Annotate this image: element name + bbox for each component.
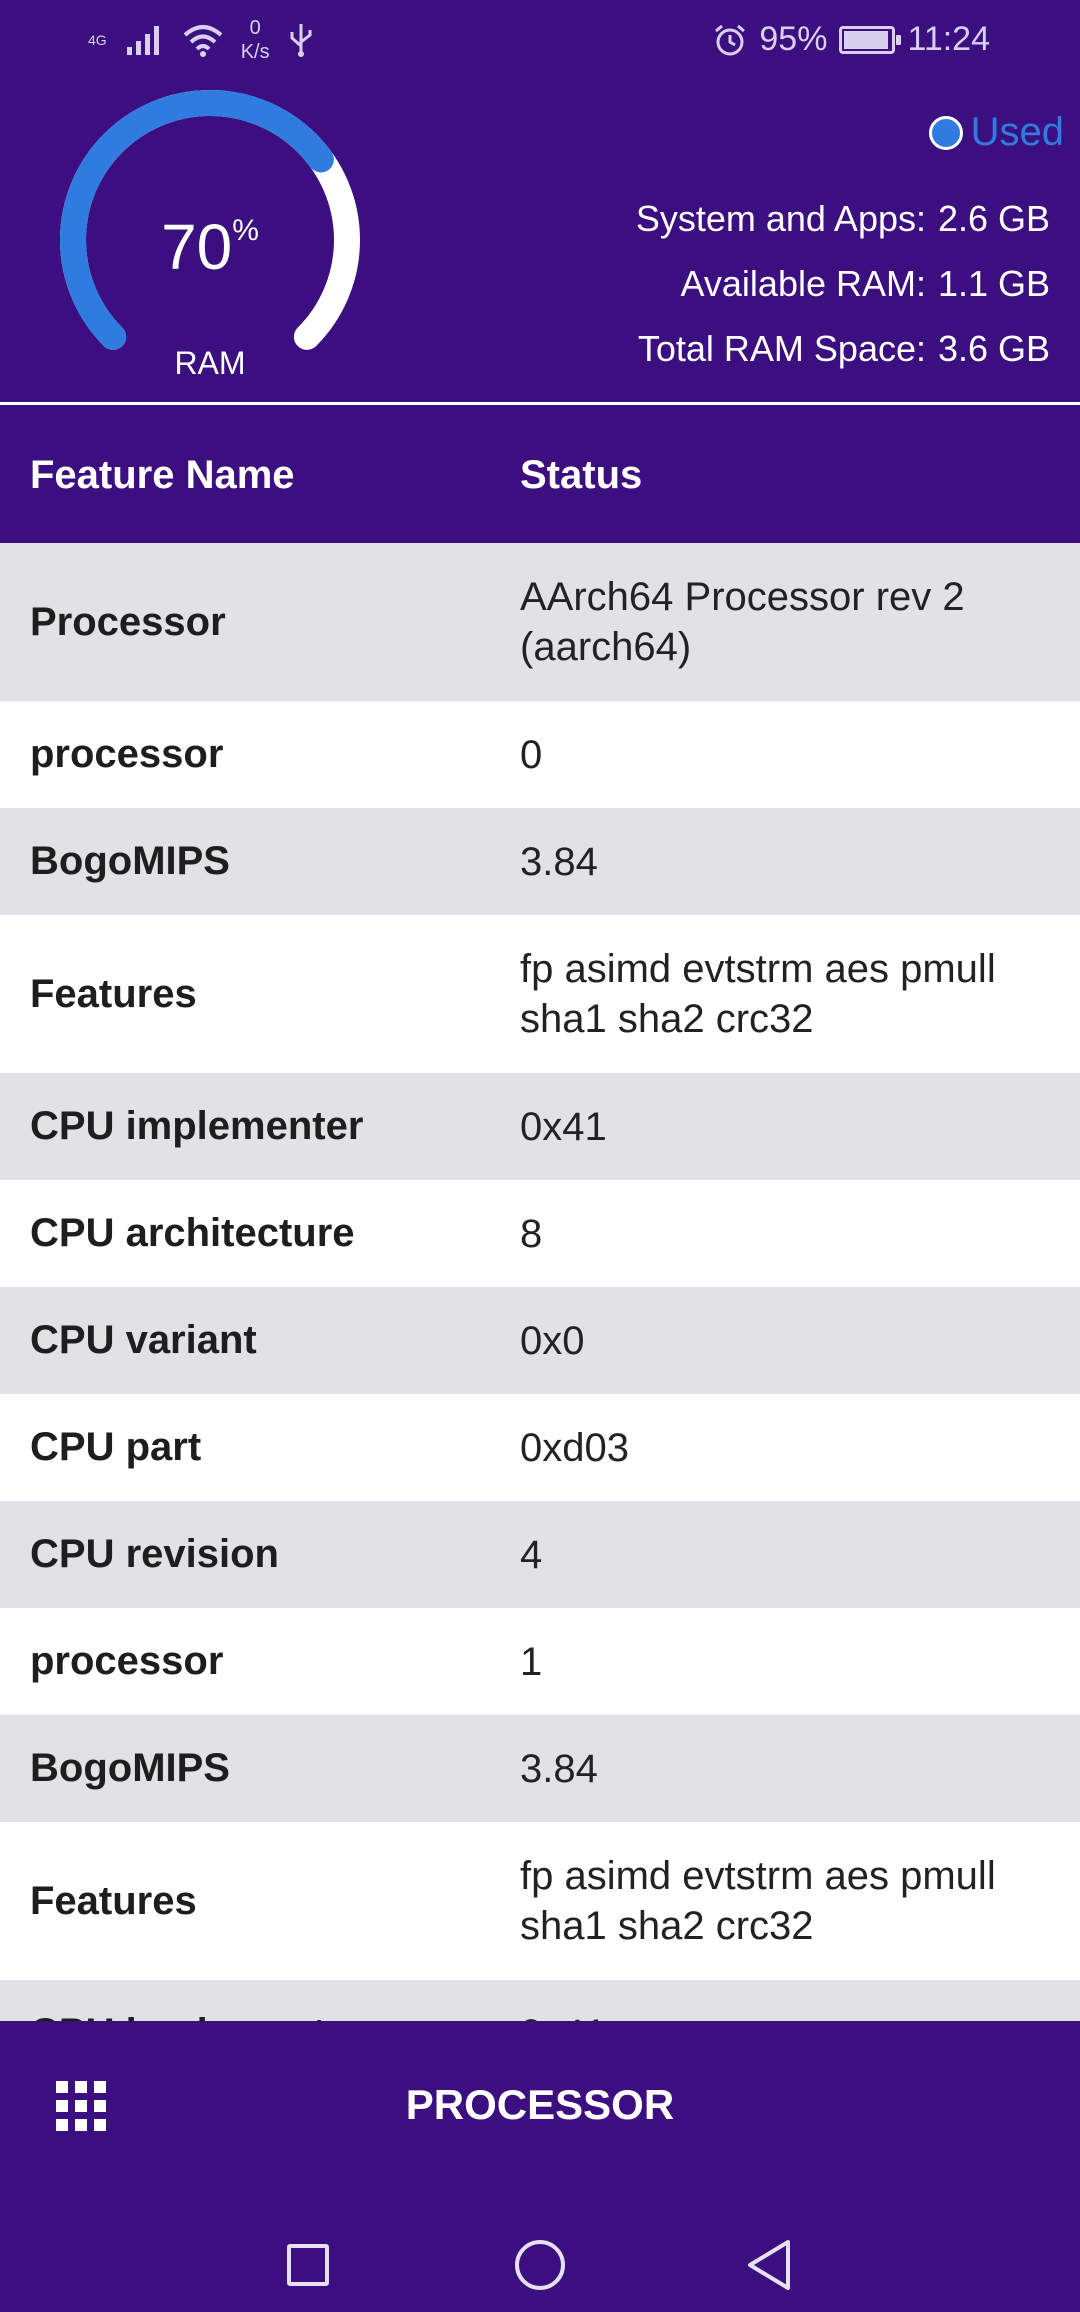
table-header: Feature Name Status — [0, 405, 1080, 543]
table-row: CPU implementer 0x41 — [0, 1980, 1080, 2021]
apps-grid-icon[interactable] — [56, 2081, 106, 2131]
feature-status: 0x41 — [520, 1104, 607, 1149]
feature-status: 0x0 — [520, 1318, 585, 1363]
feature-name: CPU revision — [30, 1532, 279, 1576]
network-speed: 0 K/s — [240, 17, 270, 63]
table-row: CPU part 0xd03 — [0, 1394, 1080, 1501]
usb-icon — [290, 24, 312, 57]
feature-status: 0 — [520, 732, 543, 777]
legend-label: Used — [970, 110, 1064, 154]
table-row: CPU variant 0x0 — [0, 1287, 1080, 1394]
feature-name: Processor — [30, 599, 226, 644]
feature-name: CPU part — [30, 1425, 202, 1469]
alarm-icon — [715, 24, 746, 55]
feature-name: CPU implementer — [0, 2011, 520, 2021]
column-header-feature-name: Feature Name — [30, 453, 295, 497]
section-title: PROCESSOR — [405, 2081, 675, 2128]
table-row: BogoMIPS 3.84 — [0, 808, 1080, 915]
feature-status: 3.84 — [520, 1746, 598, 1791]
table-row: CPU architecture 8 — [0, 1180, 1080, 1287]
clock: 11:24 — [907, 20, 990, 58]
bottom-bar: PROCESSOR — [0, 2021, 1080, 2312]
table-row: Processor AArch64 Processor rev 2 (aarch… — [0, 543, 1080, 701]
table-row: CPU revision 4 — [0, 1501, 1080, 1608]
header-divider — [0, 402, 1080, 405]
legend-used: Used — [928, 110, 1064, 155]
legend-dot-icon — [928, 115, 963, 150]
feature-name: CPU implementer — [30, 1104, 364, 1148]
system-nav-bar — [0, 2236, 1080, 2306]
ram-label: RAM — [174, 345, 246, 381]
ram-gauge-arc — [60, 90, 360, 350]
network-type: 4G — [88, 32, 107, 48]
ram-stats: System and Apps: 2.6 GB Available RAM: 1… — [636, 198, 1050, 393]
ram-percent: 70% — [161, 211, 259, 283]
table-row: processor 1 — [0, 1608, 1080, 1715]
status-bar: 4G 0 K/s — [0, 0, 1080, 80]
feature-status: 1 — [520, 1639, 543, 1684]
table-row: CPU implementer 0x41 — [0, 1073, 1080, 1180]
feature-status: fp asimd evtstrm aes pmull sha1 sha2 crc… — [520, 947, 996, 1041]
feature-name: BogoMIPS — [30, 839, 230, 883]
home-icon[interactable] — [515, 2240, 565, 2290]
feature-status: AArch64 Processor rev 2 (aarch64) — [520, 575, 965, 669]
recents-icon[interactable] — [287, 2244, 329, 2286]
column-header-status: Status — [520, 453, 643, 497]
feature-status: 3.84 — [520, 839, 598, 884]
feature-status: 4 — [520, 1532, 543, 1577]
feature-status: 0xd03 — [520, 1425, 629, 1470]
feature-name: processor — [30, 732, 224, 776]
table-row: Features fp asimd evtstrm aes pmull sha1… — [0, 1822, 1080, 1980]
feature-name: Features — [30, 971, 197, 1016]
table-row: processor 0 — [0, 701, 1080, 808]
ram-gauge: 70% RAM — [40, 80, 380, 400]
feature-status: fp asimd evtstrm aes pmull sha1 sha2 crc… — [520, 1854, 996, 1948]
feature-name: Features — [30, 1878, 197, 1923]
feature-status: 0x41 — [520, 2009, 1060, 2022]
stat-system-apps: System and Apps: 2.6 GB — [635, 198, 1050, 239]
feature-table[interactable]: Processor AArch64 Processor rev 2 (aarch… — [0, 543, 1080, 2021]
feature-status: 8 — [520, 1211, 543, 1256]
battery-icon — [839, 25, 902, 54]
feature-name: processor — [30, 1639, 224, 1683]
stat-total-ram: Total RAM Space: 3.6 GB — [637, 328, 1050, 369]
table-row: BogoMIPS 3.84 — [0, 1715, 1080, 1822]
feature-name: CPU variant — [30, 1318, 257, 1362]
back-icon[interactable] — [744, 2238, 794, 2292]
feature-name: CPU architecture — [30, 1211, 355, 1255]
app-header: 4G 0 K/s — [0, 0, 1080, 402]
battery-percent: 95% — [759, 20, 828, 58]
table-row: Features fp asimd evtstrm aes pmull sha1… — [0, 915, 1080, 1073]
signal-icon — [126, 26, 159, 55]
feature-name: BogoMIPS — [30, 1746, 230, 1790]
wifi-icon — [183, 25, 223, 57]
stat-available-ram: Available RAM: 1.1 GB — [680, 263, 1050, 304]
